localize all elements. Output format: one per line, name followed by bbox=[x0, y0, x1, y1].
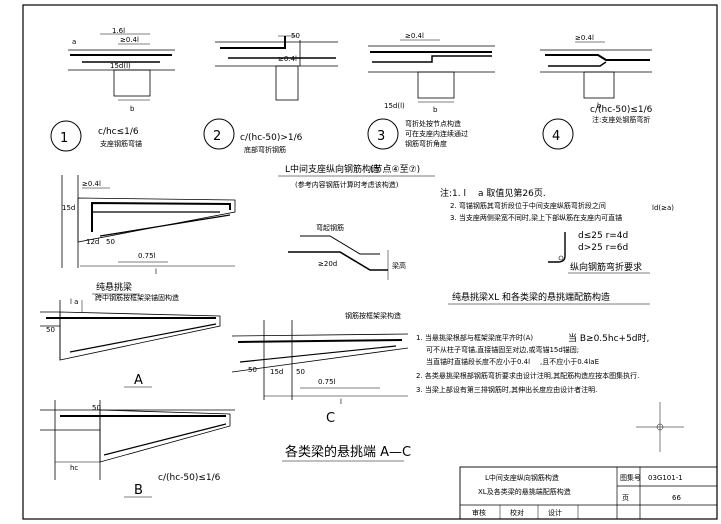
section-sub-l: (参考内容钢筋计算时考虑该构造) bbox=[295, 180, 399, 189]
hook-d2: d>25 r=6d bbox=[578, 243, 628, 253]
sheet-frame bbox=[22, 4, 718, 520]
atlas-number: 03G101-1 bbox=[648, 474, 683, 482]
crosshair-mark bbox=[636, 402, 684, 452]
node-3-text3: 钢筋弯折角度 bbox=[405, 139, 447, 148]
caption-ac: 各类梁的悬挑端 A—C bbox=[285, 444, 411, 460]
detail-c-dim-15d: 15d bbox=[270, 368, 283, 376]
notes1-line1b: a 取值见第26页. bbox=[478, 187, 546, 199]
detail-b bbox=[40, 400, 235, 480]
bent-bar-t1: 弯起钢筋 bbox=[316, 223, 344, 232]
node-1-number: 1 bbox=[60, 131, 68, 146]
notes1-line2b: ld(≥a) bbox=[652, 204, 674, 212]
node-3-dim-15d: 15d(l) bbox=[384, 102, 405, 110]
node-2-number: 2 bbox=[213, 129, 221, 144]
node-4-sub: 注:支座处钢筋弯折 bbox=[592, 115, 650, 124]
node-3-dim-b: b bbox=[433, 106, 438, 114]
node-4-detail: ≥0.4l b bbox=[540, 34, 652, 110]
section-title-l-node: (节点④至⑦) bbox=[370, 164, 420, 175]
detail-a-label: A bbox=[134, 373, 143, 388]
bent-bar-detail bbox=[288, 235, 389, 280]
design-label: 设计 bbox=[548, 508, 562, 517]
detail-b-note: c/(hc-50)≤1/6 bbox=[158, 473, 221, 483]
node-3-circle bbox=[367, 118, 399, 150]
detail-a-note: 跨中钢筋按框架梁锚固构造 bbox=[95, 293, 179, 302]
detail-c-dim-50b: 50 bbox=[296, 368, 305, 376]
detail-c-label: C bbox=[326, 411, 335, 426]
node-1-detail: 1.6l ≥0.4l 15d(l) b a bbox=[68, 27, 175, 113]
detail-a bbox=[40, 300, 221, 361]
section-title-xl: 纯悬挑梁XL 和各类梁的悬挑端配筋构造 bbox=[452, 291, 610, 303]
node-1-note: c/hc≤1/6 bbox=[98, 127, 139, 137]
node-2-detail: 50 ≥0.4l bbox=[215, 32, 338, 101]
title-line1: L中间支座纵向钢筋构造 bbox=[485, 473, 559, 482]
detail-c bbox=[231, 320, 409, 400]
node-2-circle bbox=[203, 118, 235, 150]
notes2-line2: 2. 各类悬挑梁根部钢筋弯折要求由设计注明,其配筋构造应按本图集执行. bbox=[416, 371, 639, 380]
cantilever-dim-50: 50 bbox=[106, 238, 115, 246]
node-3-text2: 可在支座内连续通过 bbox=[405, 129, 468, 138]
node-4-dim-04: ≥0.4l bbox=[575, 34, 594, 42]
node-2-note: c/(hc-50)>1/6 bbox=[240, 133, 303, 143]
hook-detail bbox=[548, 232, 566, 263]
detail-a-la: l a bbox=[70, 298, 78, 306]
detail-c-dim-l: l bbox=[340, 398, 342, 406]
detail-a-dim-50: 50 bbox=[46, 326, 55, 334]
node-1-dim-04: ≥0.4l bbox=[120, 36, 139, 44]
review-label: 审核 bbox=[472, 508, 486, 517]
section-title-l: L中间支座纵向钢筋构造 bbox=[285, 163, 380, 175]
detail-b-dim-50: 50 bbox=[92, 404, 101, 412]
cantilever-dim-075: 0.75l bbox=[138, 252, 156, 260]
node-2-dim-04: ≥0.4l bbox=[278, 55, 297, 63]
hook-d1: d≤25 r=4d bbox=[578, 231, 628, 241]
cantilever-dim-l: l bbox=[155, 268, 157, 276]
detail-c-dim-075: 0.75l bbox=[318, 378, 336, 386]
notes2-line1d: 当直锚时直锚段长度不应小于0.4l bbox=[426, 357, 530, 366]
notes2-line3: 3. 当梁上部设有第三排钢筋时,其伸出长度应由设计者注明. bbox=[416, 385, 597, 394]
check-label: 校对 bbox=[510, 508, 524, 517]
detail-c-note: 钢筋按框架梁构造 bbox=[345, 311, 401, 320]
node-2-sub: 底部弯折钢筋 bbox=[244, 145, 286, 154]
notes1-line2: 2. 弯锚钢筋其弯折段位于中间支座纵筋弯折段之间 bbox=[450, 201, 606, 210]
bent-bar-t2: ≥20d bbox=[318, 260, 337, 268]
cantilever-dim-12d: 12d bbox=[86, 238, 99, 246]
page-number: 66 bbox=[672, 494, 681, 502]
node-1-circle bbox=[50, 120, 82, 152]
atlas-label: 图集号 bbox=[620, 473, 641, 482]
cantilever-pure-detail bbox=[61, 175, 236, 268]
node-1-sub: 支座钢筋弯锚 bbox=[100, 139, 142, 148]
notes2-line1b: 当 B≥0.5hc+5d时, bbox=[568, 332, 649, 344]
node-4-number: 4 bbox=[552, 129, 560, 144]
cantilever-dim-15: 15d bbox=[62, 204, 75, 212]
node-1-dim-15d: 15d(l) bbox=[110, 62, 131, 70]
node-4-dim-b: b bbox=[597, 102, 602, 110]
notes2-line1c: 可不从柱子弯锚,直接锚固至对边,或弯锚15d锚固; bbox=[426, 345, 579, 354]
notes2-line1e: ,且不应小于0.4laE bbox=[540, 357, 599, 366]
cantilever-dim-04: ≥0.4l bbox=[82, 180, 101, 188]
notes1-line3: 3. 当支座两侧梁宽不同时,梁上下部纵筋在支座内可直锚 bbox=[450, 213, 622, 222]
node-3-text1: 弯折处按节点构造 bbox=[405, 119, 461, 128]
detail-c-dim-50a: 50 bbox=[248, 366, 257, 374]
node-1-dim-a: a bbox=[72, 38, 76, 46]
detail-b-dim-hc: hc bbox=[70, 464, 78, 472]
cantilever-title: 纯悬挑梁 bbox=[96, 281, 132, 293]
notes1-line1: 注:1. l bbox=[440, 187, 466, 199]
node-1-dim-top: 1.6l bbox=[112, 27, 125, 35]
node-3-detail: ≥0.4l 15d(l) b bbox=[368, 32, 495, 114]
title-block bbox=[459, 466, 718, 520]
bent-bar-t3: 梁高 bbox=[392, 261, 406, 270]
title-line2: XL及各类梁的悬挑端配筋构造 bbox=[478, 487, 571, 496]
detail-b-label: B bbox=[134, 483, 143, 498]
node-3-dim-04: ≥0.4l bbox=[405, 32, 424, 40]
hook-caption: 纵向钢筋弯折要求 bbox=[570, 261, 642, 273]
page-label: 页 bbox=[622, 494, 629, 502]
node-2-dim-50: 50 bbox=[291, 32, 300, 40]
node-1-dim-b: b bbox=[130, 105, 135, 113]
node-4-circle bbox=[542, 118, 574, 150]
notes2-line1: 1. 当悬挑梁根部与框架梁底平齐时(A) bbox=[416, 333, 533, 342]
node-3-number: 3 bbox=[377, 129, 385, 144]
node-4-note: c/(hc-50)≤1/6 bbox=[590, 105, 653, 115]
